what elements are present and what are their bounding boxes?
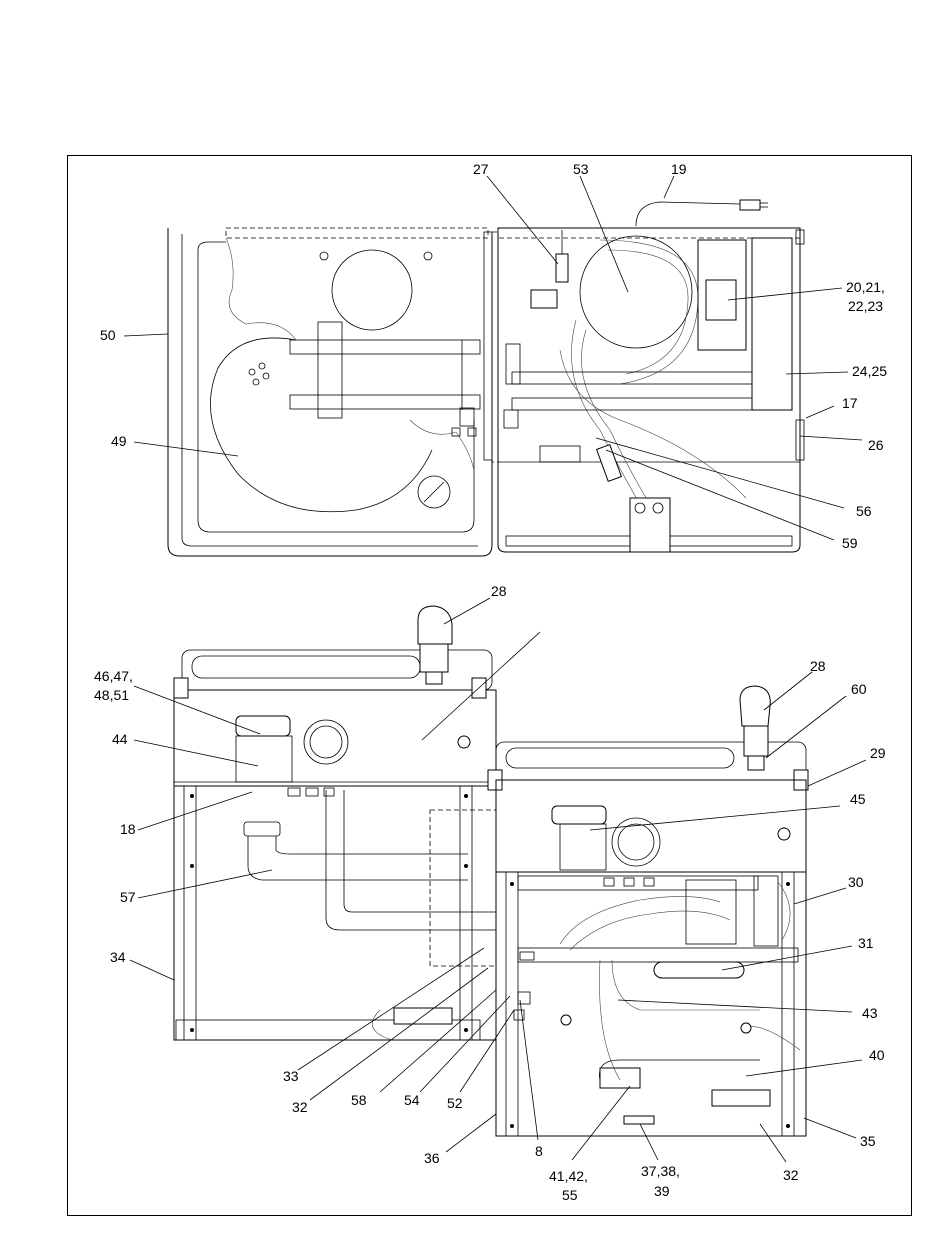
callout-46-47: 46,47,	[94, 668, 133, 684]
callout-34: 34	[110, 949, 126, 965]
bottom-right-unit	[488, 686, 808, 1136]
callout-60: 60	[851, 681, 867, 697]
callout-50: 50	[100, 327, 116, 343]
callout-19: 19	[671, 161, 687, 177]
callout-28-right: 28	[810, 658, 826, 674]
callout-30: 30	[848, 874, 864, 890]
callout-57: 57	[120, 889, 136, 905]
callout-48-51: 48,51	[94, 687, 129, 703]
callout-36: 36	[424, 1150, 440, 1166]
callout-28-top: 28	[491, 583, 507, 599]
top-left-basin	[168, 228, 492, 556]
callout-54: 54	[404, 1092, 420, 1108]
callout-32-left: 32	[292, 1099, 308, 1115]
callout-58: 58	[351, 1092, 367, 1108]
callout-26: 26	[868, 437, 884, 453]
callout-24-25: 24,25	[852, 363, 887, 379]
callout-37-38: 37,38,	[641, 1163, 680, 1179]
callout-44: 44	[112, 731, 128, 747]
callout-8: 8	[535, 1143, 543, 1159]
callout-40: 40	[869, 1047, 885, 1063]
callout-27: 27	[473, 161, 489, 177]
callout-53: 53	[573, 161, 589, 177]
callout-20-21: 20,21,	[846, 279, 885, 295]
callout-56: 56	[856, 503, 872, 519]
callout-35: 35	[860, 1133, 876, 1149]
callout-39: 39	[654, 1183, 670, 1199]
callout-22-23: 22,23	[848, 298, 883, 314]
callout-31: 31	[858, 935, 874, 951]
drain-holes-icon	[249, 363, 269, 385]
callout-33: 33	[283, 1068, 299, 1084]
top-divider	[484, 232, 498, 462]
callout-18: 18	[120, 821, 136, 837]
compressor-icon	[580, 236, 692, 348]
callout-59: 59	[842, 535, 858, 551]
bottom-left-unit	[174, 606, 496, 1040]
callout-55: 55	[562, 1187, 578, 1203]
callout-43: 43	[862, 1005, 878, 1021]
callout-41-42: 41,42,	[549, 1168, 588, 1184]
callout-17: 17	[842, 395, 858, 411]
callout-52: 52	[447, 1095, 463, 1111]
callout-32-right: 32	[783, 1167, 799, 1183]
callout-29: 29	[870, 745, 886, 761]
callout-45: 45	[850, 791, 866, 807]
top-right-cabinet	[498, 200, 804, 552]
callout-49: 49	[111, 433, 127, 449]
